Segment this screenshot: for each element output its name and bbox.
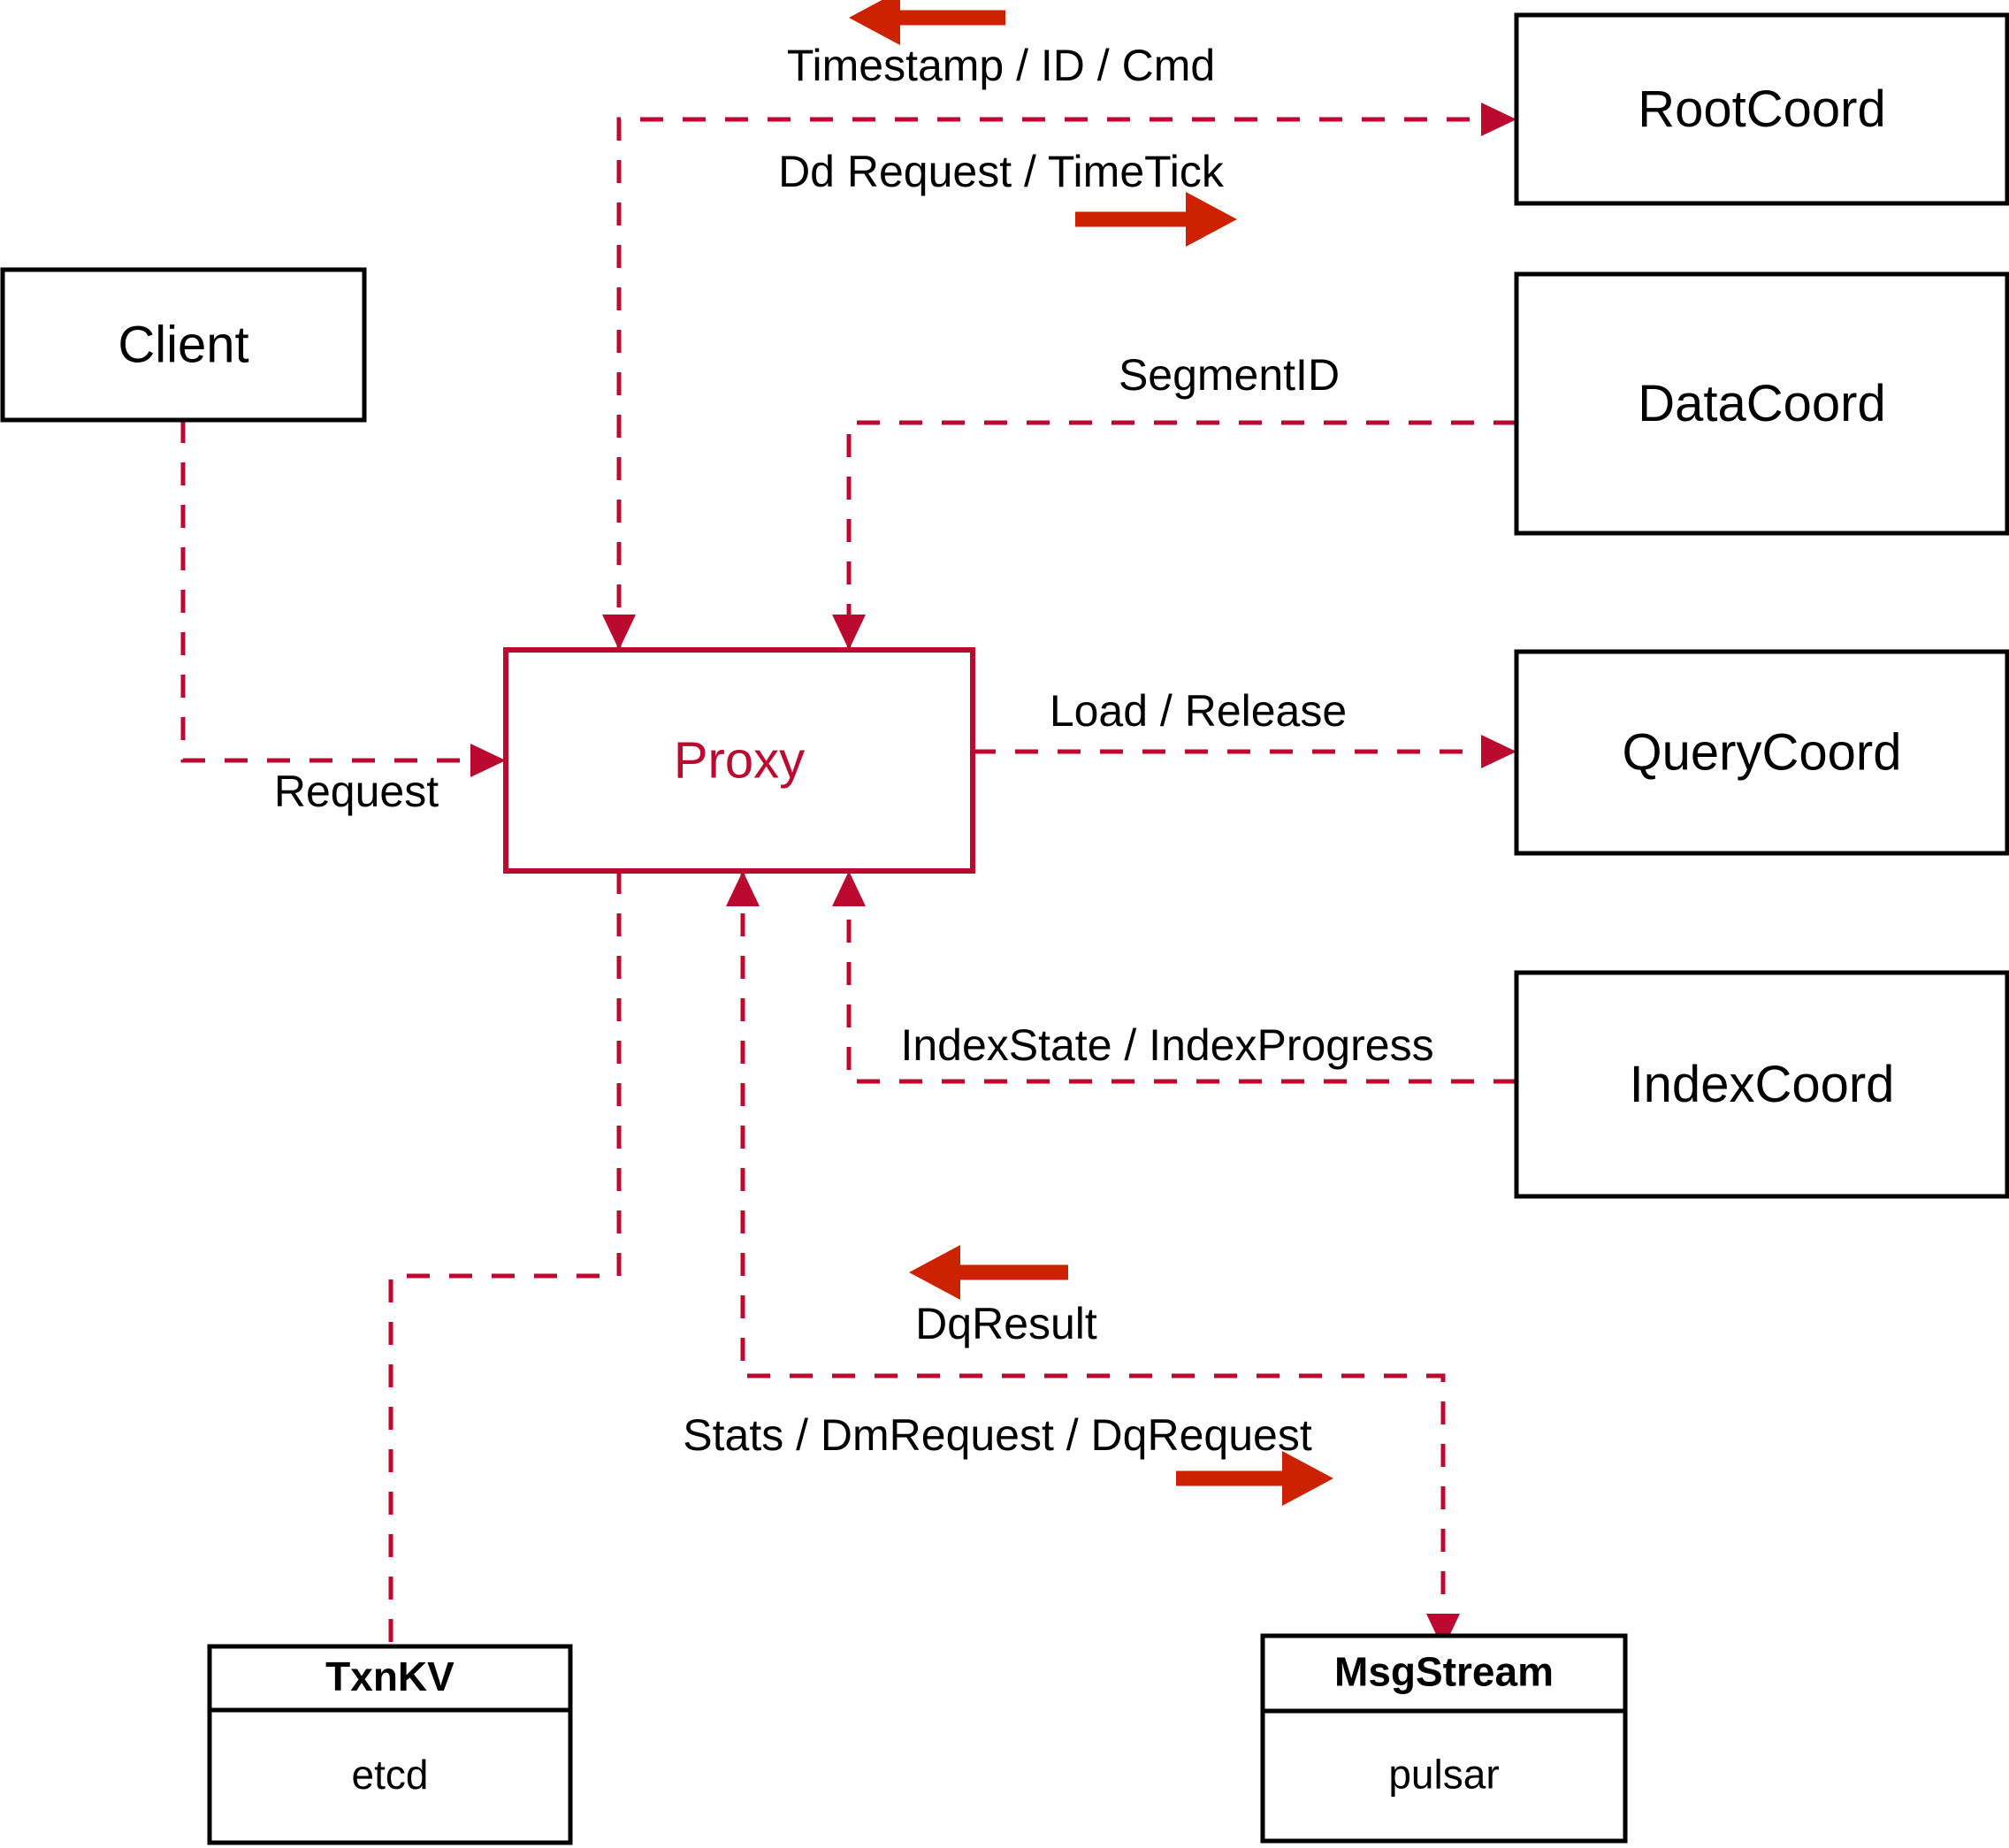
node-indexcoord[interactable]: IndexCoord xyxy=(1514,970,2009,1199)
arrowhead-proxy-to-querycoord xyxy=(1481,735,1516,768)
edges-layer xyxy=(180,117,1516,1646)
dqrequest-arrow xyxy=(1176,1451,1333,1506)
node-msgstream-box[interactable] xyxy=(1260,1633,1628,1844)
node-txnkv-title: TxnKV xyxy=(325,1653,455,1699)
edge-indexcoord-to-proxy xyxy=(846,871,1516,1084)
edge-label-client-to-proxy: Request xyxy=(274,767,439,816)
edge-label-dqresult-label-edge: DqResult xyxy=(915,1299,1097,1348)
node-txnkv[interactable]: TxnKV etcd xyxy=(207,1644,573,1845)
node-querycoord[interactable]: QueryCoord xyxy=(1514,649,2009,856)
arrowhead-proxy-to-rootcoord xyxy=(1481,103,1516,136)
node-rootcoord-box[interactable] xyxy=(1514,12,2009,206)
node-querycoord-box[interactable] xyxy=(1514,649,2009,856)
edge-client-to-proxy xyxy=(180,420,493,763)
node-msgstream-title: MsgStream xyxy=(1334,1649,1554,1695)
node-indexcoord-box[interactable] xyxy=(1514,970,2009,1199)
edge-datacoord-to-proxy xyxy=(846,420,1516,650)
node-rootcoord[interactable]: RootCoord xyxy=(1514,12,2009,206)
edge-labels-layer: Dd Request / TimeTick Timestamp / ID / Cm… xyxy=(274,41,1434,1460)
ddrequest-arrow-head xyxy=(1186,192,1237,247)
node-txnkv-box[interactable] xyxy=(207,1644,573,1845)
edge-label-datacoord-to-proxy: SegmentID xyxy=(1119,350,1340,400)
edge-label-proxy-to-rootcoord: Dd Request / TimeTick xyxy=(778,147,1225,196)
node-client[interactable]: Client xyxy=(0,267,367,423)
node-querycoord-label: QueryCoord xyxy=(1623,723,1902,781)
edge-proxy-to-txnkv xyxy=(388,871,622,1646)
edge-label-msgstream-bus: Stats / DmRequest / DqRequest xyxy=(683,1410,1312,1460)
node-proxy-box[interactable] xyxy=(503,647,975,874)
dqrequest-arrow-head xyxy=(1282,1451,1333,1506)
node-msgstream[interactable]: MsgStream pulsar xyxy=(1260,1633,1628,1844)
timestamp-arrow xyxy=(849,0,1005,45)
node-proxy[interactable]: Proxy xyxy=(503,647,975,874)
node-indexcoord-label: IndexCoord xyxy=(1630,1056,1895,1113)
dqresult-arrow xyxy=(909,1245,1068,1300)
node-msgstream-subtitle: pulsar xyxy=(1388,1752,1499,1798)
edge-msgstream-bus xyxy=(740,871,1446,1623)
arrowhead-rootcoord-to-proxy xyxy=(602,615,636,650)
ddrequest-arrow xyxy=(1075,192,1237,247)
edge-arrowheads-layer xyxy=(470,103,1516,1649)
direction-arrows-layer xyxy=(849,0,1333,1506)
arrowhead-msgstream-bus-proxy xyxy=(726,871,760,906)
edge-proxy-to-rootcoord xyxy=(616,117,1503,650)
node-client-box[interactable] xyxy=(0,267,367,423)
arrowhead-client-to-proxy xyxy=(470,744,506,777)
edge-label-rootcoord-to-proxy: Timestamp / ID / Cmd xyxy=(787,41,1215,90)
node-datacoord[interactable]: DataCoord xyxy=(1514,271,2009,536)
dqresult-arrow-head xyxy=(909,1245,960,1300)
arrowhead-msgstream-bus xyxy=(1426,1614,1460,1649)
arrowhead-datacoord-to-proxy xyxy=(832,615,866,650)
node-txnkv-subtitle: etcd xyxy=(352,1752,429,1798)
node-proxy-label: Proxy xyxy=(674,731,805,789)
edge-label-indexcoord-to-proxy: IndexState / IndexProgress xyxy=(900,1020,1433,1070)
node-datacoord-box[interactable] xyxy=(1514,271,2009,536)
node-rootcoord-label: RootCoord xyxy=(1638,80,1885,138)
node-client-label: Client xyxy=(118,316,248,373)
timestamp-arrow-head xyxy=(849,0,900,45)
store-nodes-layer: TxnKV etcd MsgStream pulsar xyxy=(207,1633,1628,1845)
node-datacoord-label: DataCoord xyxy=(1638,375,1885,432)
edge-label-proxy-to-querycoord: Load / Release xyxy=(1050,686,1347,736)
arrowhead-indexcoord-to-proxy xyxy=(832,871,866,906)
